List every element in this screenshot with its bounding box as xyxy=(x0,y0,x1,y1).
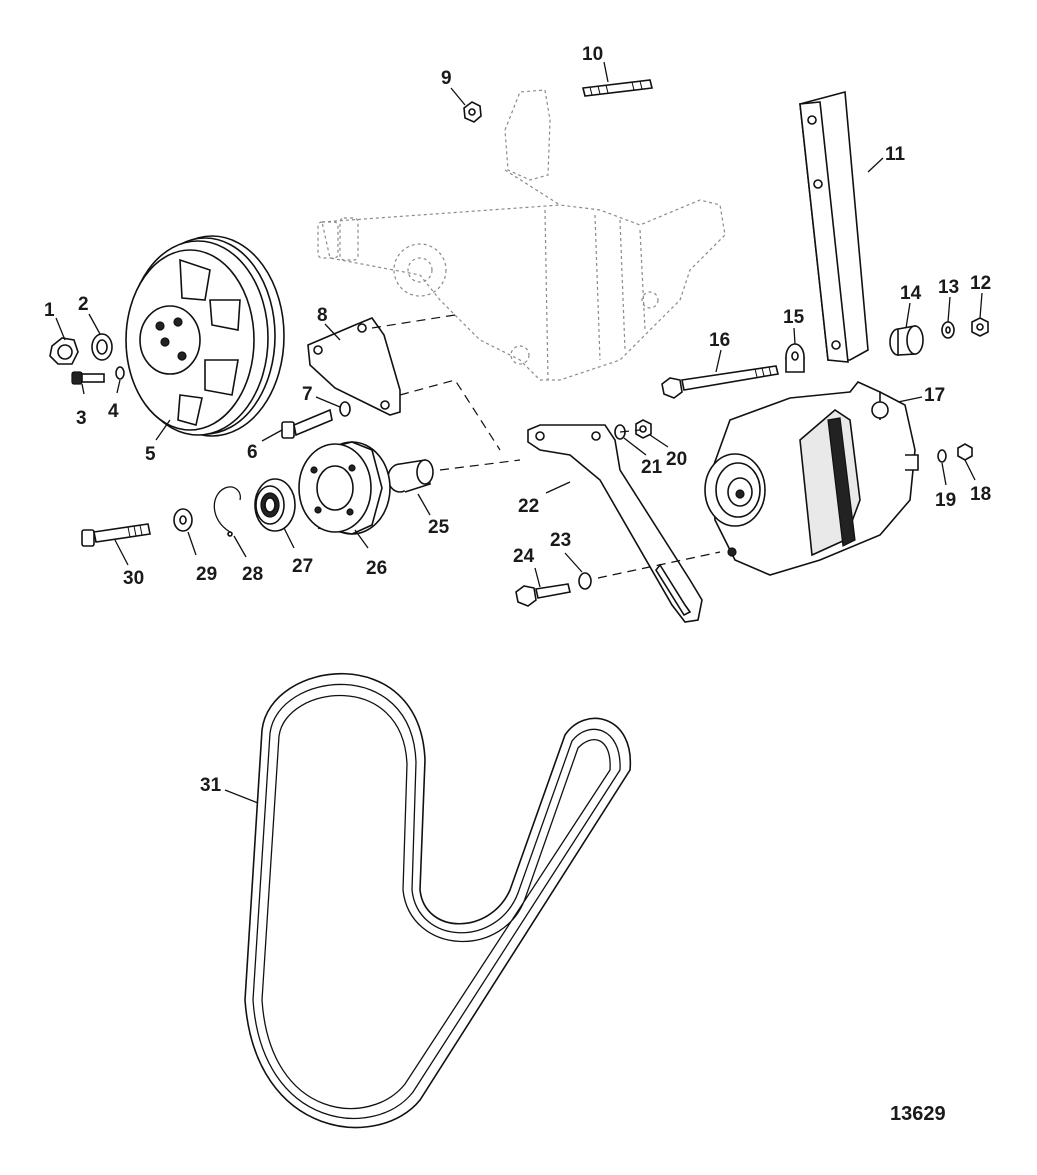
callout-31: 31 xyxy=(200,775,222,796)
alignment-lines xyxy=(371,314,721,579)
callout-19: 19 xyxy=(935,490,956,511)
idler-washer xyxy=(173,508,193,532)
alternator-spacer xyxy=(785,343,805,373)
callout-7: 7 xyxy=(302,384,313,405)
callout-2: 2 xyxy=(78,294,89,315)
threaded-stud xyxy=(582,79,653,97)
arm-spacer xyxy=(889,325,924,356)
bracket-bolt xyxy=(281,408,333,439)
stud-nut xyxy=(463,101,482,123)
callout-10: 10 xyxy=(582,44,603,65)
pulley-washer-small xyxy=(115,366,125,380)
idler-bearing xyxy=(254,478,296,532)
callout-24: 24 xyxy=(513,546,535,567)
callout-28: 28 xyxy=(242,564,263,585)
callout-3: 3 xyxy=(76,408,87,429)
callout-15: 15 xyxy=(783,307,805,328)
crank-nut xyxy=(49,337,79,365)
callout-1: 1 xyxy=(44,300,55,321)
callout-13: 13 xyxy=(938,277,959,298)
alternator-long-bolt xyxy=(661,365,779,399)
callout-12: 12 xyxy=(970,273,991,294)
callout-27: 27 xyxy=(292,556,313,577)
leader-lines xyxy=(55,61,983,804)
idler-pulley xyxy=(298,441,391,535)
callout-9: 9 xyxy=(441,68,452,89)
callout-18: 18 xyxy=(970,484,991,505)
callout-5: 5 xyxy=(145,444,156,465)
callout-30: 30 xyxy=(123,568,144,589)
callout-8: 8 xyxy=(317,305,328,326)
alternator-washer xyxy=(937,449,947,463)
callout-17: 17 xyxy=(924,385,945,406)
ghost-engine-housing xyxy=(317,89,726,381)
serpentine-belt xyxy=(244,672,631,1129)
pulley-bracket xyxy=(307,317,401,416)
crank-pulley xyxy=(125,235,285,437)
callout-6: 6 xyxy=(247,442,258,463)
callout-22: 22 xyxy=(518,496,539,517)
callout-14: 14 xyxy=(900,283,922,304)
bracket-washer xyxy=(339,401,351,417)
idler-bolt xyxy=(81,523,151,547)
callout-4: 4 xyxy=(108,401,119,422)
adjuster-bracket xyxy=(527,424,703,623)
pulley-bolt-small xyxy=(71,371,105,385)
callout-23: 23 xyxy=(550,530,571,551)
callout-29: 29 xyxy=(196,564,217,585)
callout-26: 26 xyxy=(366,558,387,579)
adjuster-washer xyxy=(578,572,592,590)
callouts: 1 2 3 4 5 6 7 8 9 10 11 12 13 14 15 16 1… xyxy=(44,44,991,1125)
callout-25: 25 xyxy=(428,517,450,538)
arm-nut xyxy=(971,317,989,337)
callout-20: 20 xyxy=(666,449,687,470)
callout-21: 21 xyxy=(641,457,663,478)
callout-11: 11 xyxy=(885,144,906,165)
arm-washer xyxy=(941,321,955,339)
crank-washer xyxy=(91,333,113,361)
snap-ring xyxy=(213,486,241,537)
bracket-nut xyxy=(635,419,652,439)
figure-number: 13629 xyxy=(890,1103,946,1125)
idler-bushing xyxy=(387,459,434,493)
support-arm xyxy=(799,90,869,363)
alternator-nut xyxy=(957,443,973,461)
callout-16: 16 xyxy=(709,330,730,351)
adjuster-bolt xyxy=(515,583,571,607)
alternator xyxy=(704,381,919,576)
